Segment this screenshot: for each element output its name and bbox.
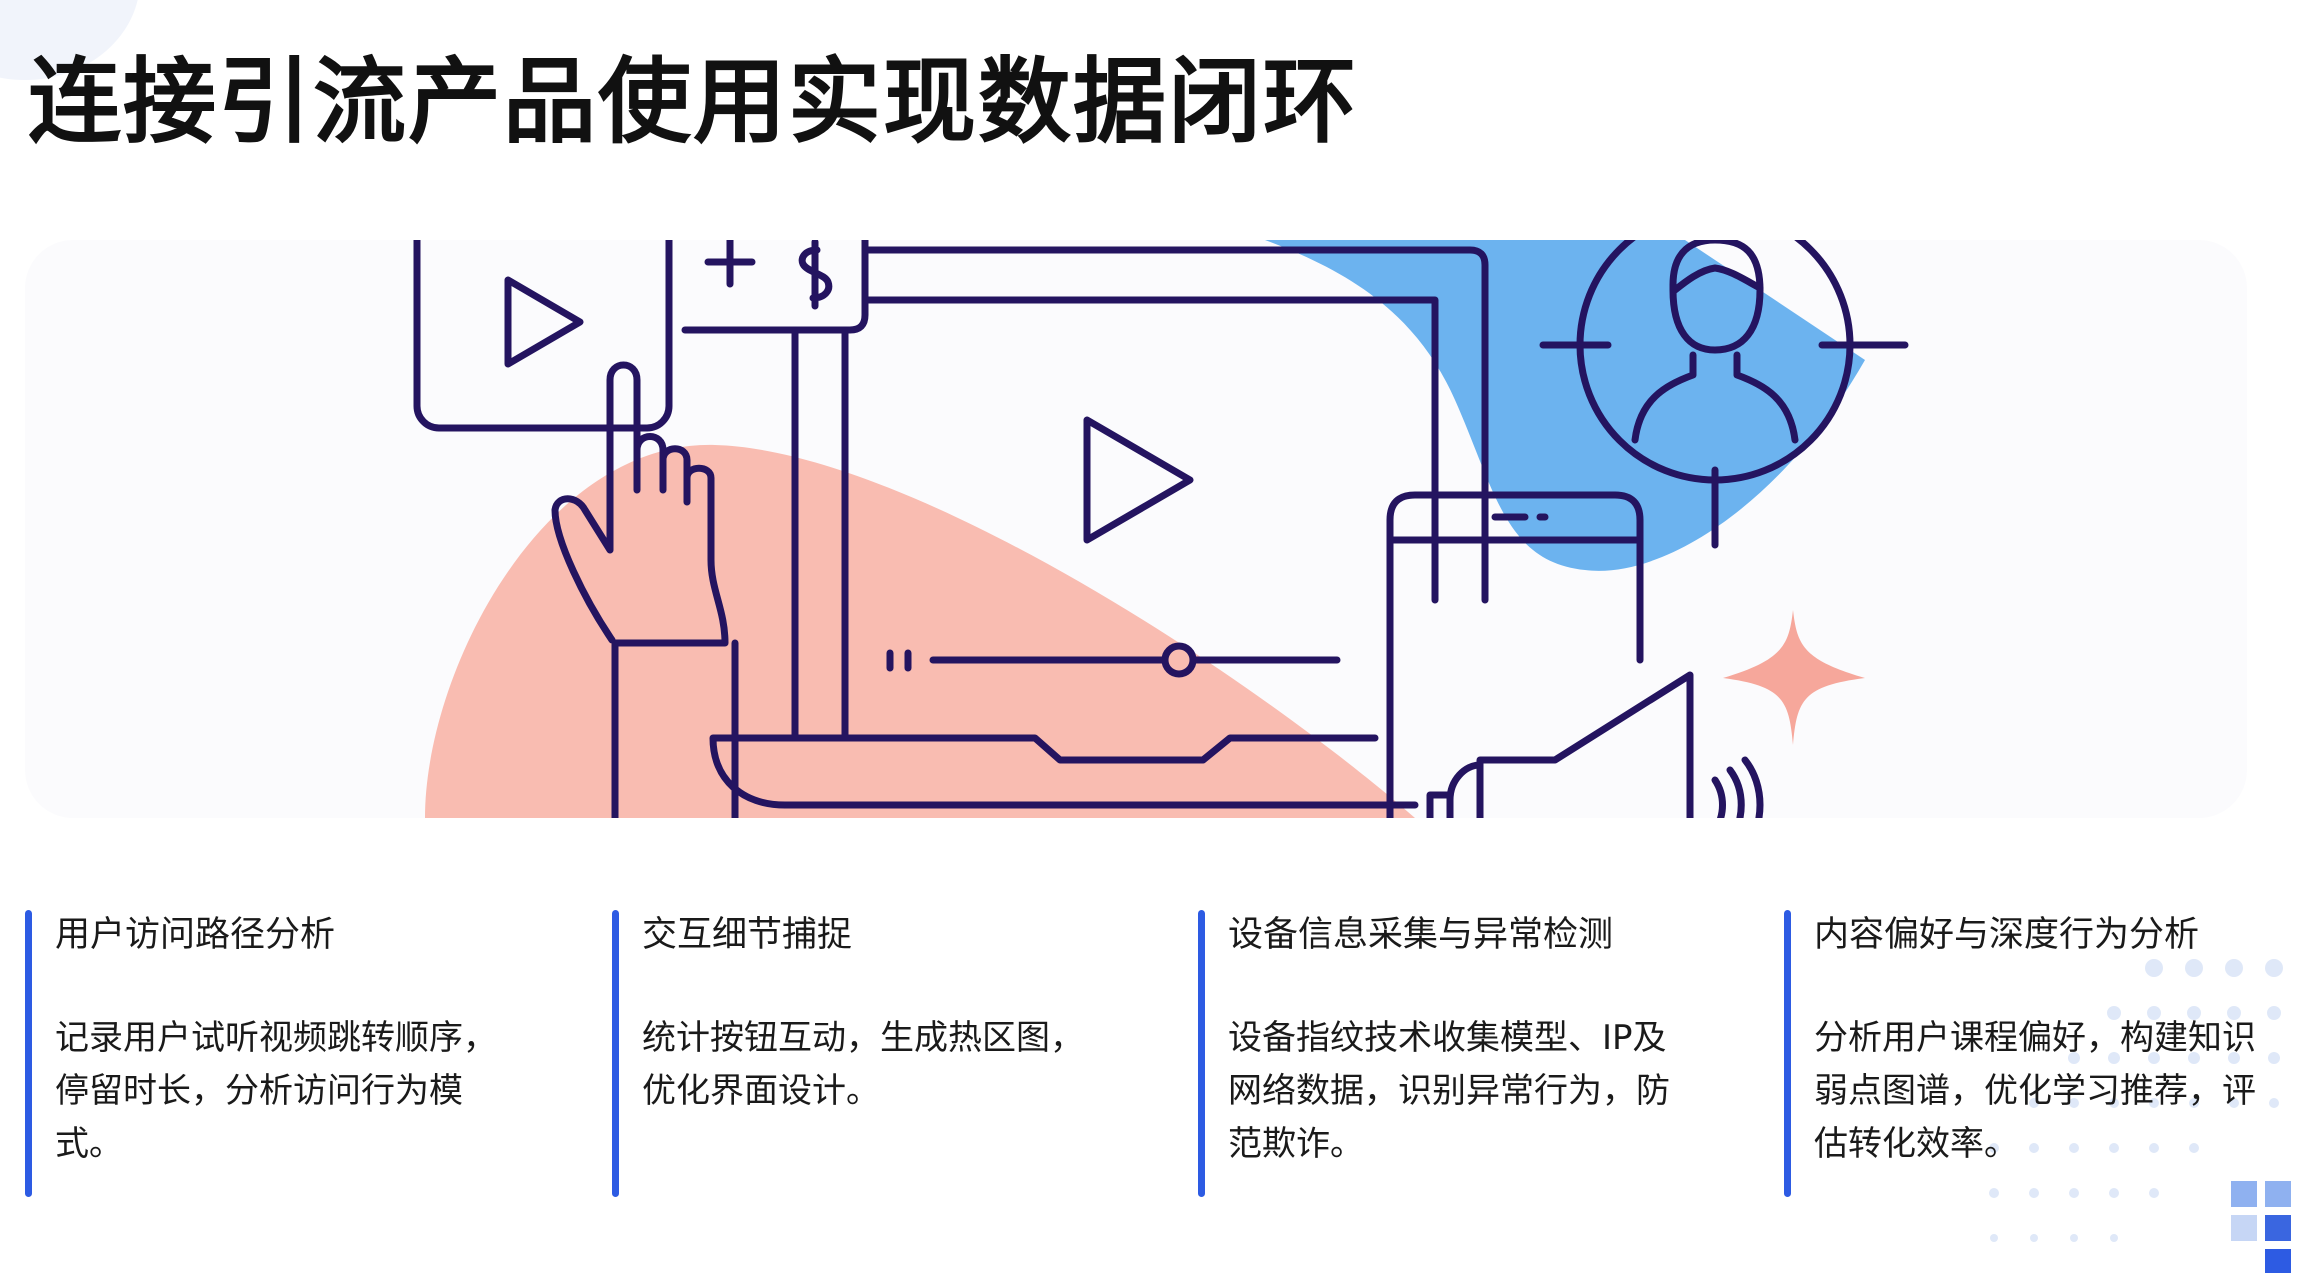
feature-item-content-preference: 内容偏好与深度行为分析 分析用户课程偏好，构建知识弱点图谱，优化学习推荐，评估转… — [1784, 910, 2264, 1197]
page-title: 连接引流产品使用实现数据闭环 — [28, 48, 1358, 156]
feature-description: 分析用户课程偏好，构建知识弱点图谱，优化学习推荐，评估转化效率。 — [1814, 1018, 2256, 1164]
dot-pattern-decoration — [1989, 959, 2291, 1273]
laptop-frame — [791, 246, 1489, 742]
feature-description: 统计按钮互动，生成热区图，优化界面设计。 — [642, 1018, 1084, 1111]
pointing-hand-icon — [551, 361, 739, 818]
hero-illustration — [25, 240, 2247, 818]
feature-title: 交互细节捕捉 — [642, 915, 853, 955]
mobile-phone-icon — [1386, 491, 1644, 818]
thumbnail-play-icon — [504, 276, 584, 368]
feature-description: 记录用户试听视频跳转顺序，停留时长，分析访问行为模式。 — [55, 1018, 497, 1164]
illustration-svg — [413, 240, 1909, 818]
feature-description: 设备指纹技术收集模型、IP及网络数据，识别异常行为，防范欺诈。 — [1228, 1018, 1670, 1164]
feature-item-path-analysis: 用户访问路径分析 记录用户试听视频跳转顺序，停留时长，分析访问行为模式。 — [25, 910, 505, 1197]
feature-title: 用户访问路径分析 — [55, 915, 336, 955]
video-progress-slider — [886, 649, 1341, 672]
feature-item-interaction-capture: 交互细节捕捉 统计按钮互动，生成热区图，优化界面设计。 — [612, 910, 1092, 1197]
feature-list: 用户访问路径分析 记录用户试听视频跳转顺序，停留时长，分析访问行为模式。 交互细… — [0, 910, 2299, 1200]
money-plus-icon — [681, 240, 869, 334]
play-icon — [1083, 416, 1194, 544]
video-thumbnail-icon — [413, 240, 673, 432]
feature-title: 内容偏好与深度行为分析 — [1814, 915, 2200, 955]
user-target-icon — [1539, 240, 1909, 549]
feature-title: 设备信息采集与异常检测 — [1228, 915, 1614, 955]
megaphone-icon — [1476, 671, 1694, 818]
sparkle-icon — [1723, 610, 1865, 745]
blue-blob — [1265, 240, 1865, 571]
pink-blob — [425, 444, 1415, 818]
feature-item-device-detection: 设备信息采集与异常检测 设备指纹技术收集模型、IP及网络数据，识别异常行为，防范… — [1198, 910, 1678, 1197]
